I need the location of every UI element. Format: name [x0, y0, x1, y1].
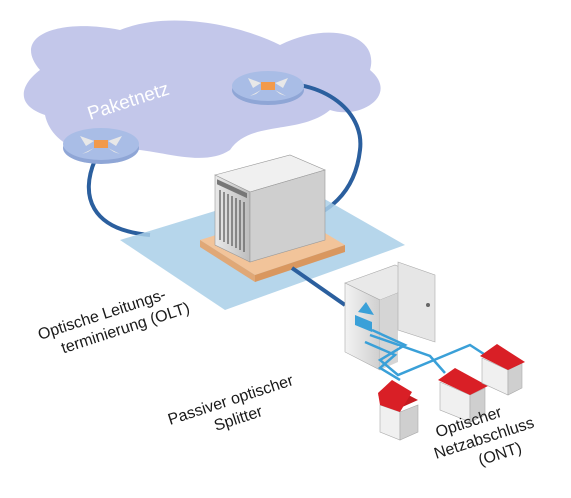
feeder-fiber	[290, 266, 347, 307]
packet-network-cloud	[23, 20, 381, 158]
ont-house-icon	[378, 380, 419, 441]
router-icon	[232, 71, 304, 105]
drop-fibers	[364, 328, 491, 382]
router-icon	[63, 128, 139, 164]
splitter-cabinet-icon	[344, 261, 436, 371]
ont-house-icon	[480, 344, 525, 396]
ont-house-icon	[438, 368, 488, 423]
olt-rack-icon	[214, 154, 326, 263]
